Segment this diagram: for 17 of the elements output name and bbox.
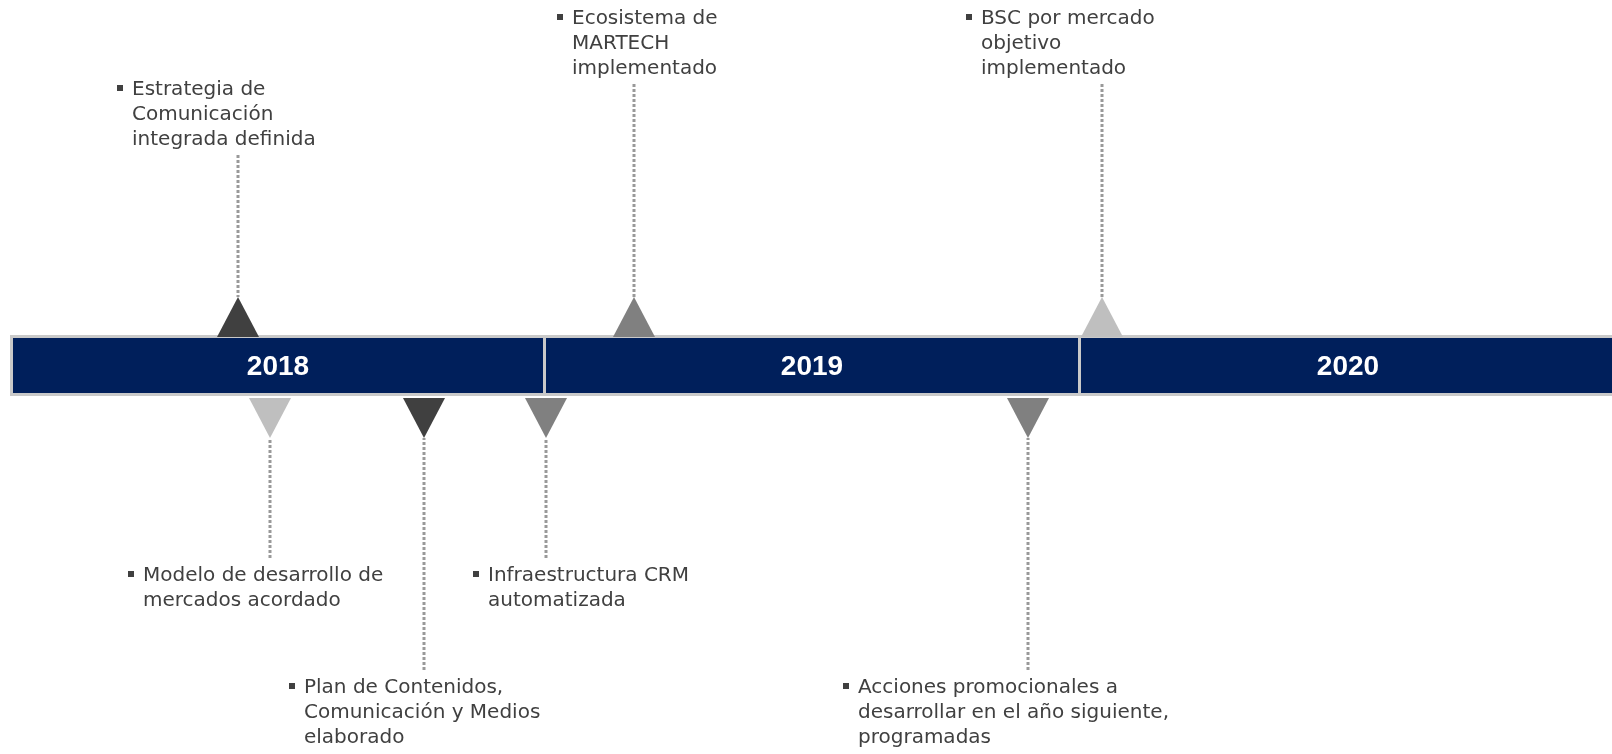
year-segment: 2020 [1078, 335, 1612, 396]
leader-line [544, 438, 548, 558]
milestone-text: Acciones promocionales a desarrollar en el año siguiente, programadas [858, 674, 1169, 748]
leader-line [1100, 84, 1104, 297]
milestone-text: BSC por mercado objetivo implementado [981, 5, 1155, 79]
milestone-text: Ecosistema de MARTECH implementado [572, 5, 718, 79]
milestone-text: Estrategia de Comunicación integrada definida [132, 76, 316, 150]
milestone-text: Modelo de desarrollo de mercados acordado [143, 562, 384, 611]
leader-line [236, 155, 240, 297]
leader-line [1026, 438, 1030, 670]
year-segment: 2018 [10, 335, 546, 396]
year-segment: 2019 [543, 335, 1081, 396]
leader-line [268, 438, 272, 558]
milestone-text: Infraestructura CRM automatizada [488, 562, 690, 611]
leader-line [632, 84, 636, 297]
leader-line [422, 438, 426, 670]
milestone-text: Plan de Contenidos, Comunicación y Medios elaborado [304, 674, 541, 748]
